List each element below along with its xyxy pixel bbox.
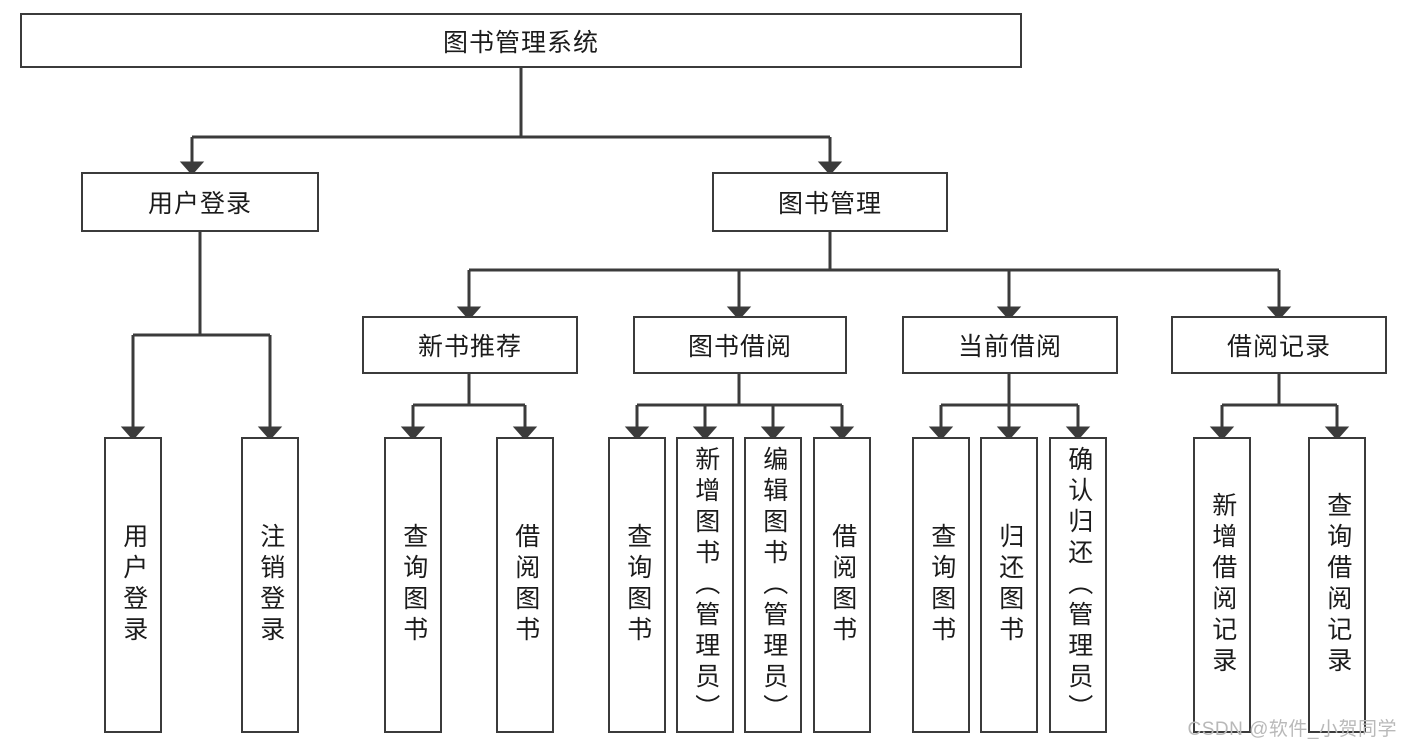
node-book-borrow-label: 图书借阅	[687, 333, 792, 361]
node-new-book-recommend-label: 新书推荐	[417, 333, 522, 361]
node-leaf-label: 新增借阅记录	[1208, 492, 1237, 678]
node-leaf-new-book-borrow[interactable]: 借阅图书	[496, 437, 554, 733]
node-leaf-new-book-query[interactable]: 查询图书	[384, 437, 442, 733]
node-leaf-label: 新增图书（管理员）	[691, 445, 720, 725]
node-leaf-label: 归还图书	[995, 523, 1024, 647]
node-leaf-current-return-book[interactable]: 归还图书	[980, 437, 1038, 733]
node-leaf-user-login-logout[interactable]: 注销登录	[241, 437, 299, 733]
node-leaf-label: 借阅图书	[828, 523, 857, 647]
node-leaf-user-login-login[interactable]: 用户登录	[104, 437, 162, 733]
node-root-book-management-system[interactable]: 图书管理系统	[20, 13, 1022, 68]
node-user-login[interactable]: 用户登录	[81, 172, 319, 232]
node-leaf-label: 注销登录	[256, 523, 285, 647]
node-leaf-label: 查询图书	[623, 523, 652, 647]
node-leaf-label: 查询借阅记录	[1323, 492, 1352, 678]
watermark-text: CSDN @软件_小贺同学	[1187, 719, 1397, 740]
node-leaf-current-query-book[interactable]: 查询图书	[912, 437, 970, 733]
node-book-management-label: 图书管理	[777, 190, 882, 218]
node-leaf-borrow-add-book-admin[interactable]: 新增图书（管理员）	[676, 437, 734, 733]
node-leaf-record-add-record[interactable]: 新增借阅记录	[1193, 437, 1251, 733]
node-leaf-record-query-record[interactable]: 查询借阅记录	[1308, 437, 1366, 733]
node-current-borrow[interactable]: 当前借阅	[902, 316, 1118, 374]
node-borrow-record[interactable]: 借阅记录	[1171, 316, 1387, 374]
node-leaf-current-confirm-return-admin[interactable]: 确认归还（管理员）	[1049, 437, 1107, 733]
node-leaf-borrow-borrow-book[interactable]: 借阅图书	[813, 437, 871, 733]
node-leaf-borrow-edit-book-admin[interactable]: 编辑图书（管理员）	[744, 437, 802, 733]
node-user-login-label: 用户登录	[147, 190, 252, 218]
node-leaf-label: 查询图书	[399, 523, 428, 647]
node-leaf-label: 确认归还（管理员）	[1064, 445, 1093, 725]
node-book-borrow[interactable]: 图书借阅	[633, 316, 847, 374]
node-borrow-record-label: 借阅记录	[1226, 333, 1331, 361]
node-new-book-recommend[interactable]: 新书推荐	[362, 316, 578, 374]
node-leaf-label: 用户登录	[119, 523, 148, 647]
node-leaf-label: 查询图书	[927, 523, 956, 647]
node-leaf-label: 借阅图书	[511, 523, 540, 647]
node-leaf-borrow-query-book[interactable]: 查询图书	[608, 437, 666, 733]
node-current-borrow-label: 当前借阅	[957, 333, 1062, 361]
node-leaf-label: 编辑图书（管理员）	[759, 445, 788, 725]
node-root-label: 图书管理系统	[442, 28, 599, 57]
node-book-management[interactable]: 图书管理	[712, 172, 948, 232]
